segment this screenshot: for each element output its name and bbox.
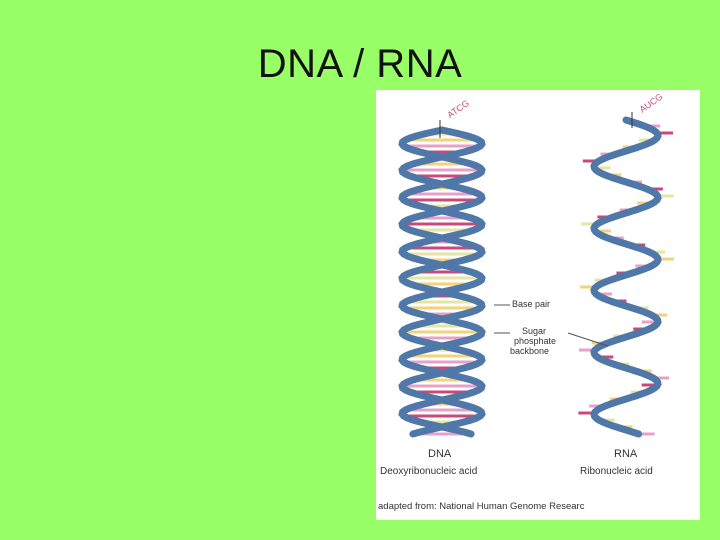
- base-pair-rung: [403, 306, 481, 310]
- base-pair-rung: [594, 166, 611, 170]
- base-pair-rung: [420, 366, 464, 370]
- base-pair-rung: [589, 404, 606, 408]
- base-pair-rung: [579, 285, 596, 289]
- dna-backbone-strand: [398, 126, 486, 438]
- base-pair-rung: [424, 240, 460, 244]
- base-pair-rung: [412, 162, 472, 166]
- base-pair-rung: [412, 378, 472, 382]
- base-pair-rung: [420, 150, 464, 154]
- rna-single-helix: [578, 116, 674, 438]
- base-pair-rung: [649, 250, 666, 254]
- base-pair-rung: [403, 144, 481, 148]
- base-pair-rung: [597, 355, 614, 359]
- base-pair-rung: [403, 198, 481, 202]
- base-pair-rung: [405, 300, 479, 304]
- image-credit: adapted from: National Human Genome Rese…: [378, 501, 585, 512]
- helix-diagram: [398, 112, 674, 438]
- base-pair-rung: [412, 216, 472, 220]
- dna-double-helix: [398, 126, 486, 438]
- base-pair-rung: [578, 411, 595, 415]
- base-pair-rung: [653, 376, 670, 380]
- base-pair-rung: [412, 270, 472, 274]
- base-pair-rung: [402, 330, 482, 334]
- base-pair-rung: [581, 222, 598, 226]
- base-pair-rung: [420, 420, 464, 424]
- base-pair-rung: [420, 204, 464, 208]
- dna-rna-figure: ATCG AUCG Base pair Sugar phosphate back…: [376, 90, 700, 520]
- base-pair-rung: [424, 186, 460, 190]
- backbone-label-line2: phosphate: [514, 336, 557, 346]
- base-pair-rung: [402, 276, 482, 280]
- base-pair-rung: [595, 229, 612, 233]
- base-pair-rung: [424, 348, 460, 352]
- backbone-label-line3: backbone: [510, 346, 550, 356]
- dna-full-name: Deoxyribonucleic acid: [380, 466, 478, 477]
- rna-name-label: RNA: [614, 448, 638, 460]
- base-pair-rung: [412, 432, 472, 436]
- dna-name-label: DNA: [428, 448, 452, 460]
- base-pair-rung: [409, 390, 475, 394]
- base-pair-rung: [579, 348, 596, 352]
- base-pair-rung: [405, 246, 479, 250]
- base-pair-rung: [420, 258, 464, 262]
- base-pair-rung: [405, 408, 479, 412]
- base-pair-rung: [403, 252, 481, 256]
- base-pair-rung: [424, 402, 460, 406]
- slide-title: DNA / RNA: [257, 42, 463, 86]
- backbone-label-line1: Sugar: [522, 326, 547, 336]
- base-pair-rung: [638, 138, 655, 142]
- base-pair-rung: [402, 384, 482, 388]
- base-pair-rung: [424, 294, 460, 298]
- base-pair-rung: [641, 320, 658, 324]
- base-pair-rung: [412, 324, 472, 328]
- base-pair-rung: [409, 282, 475, 286]
- base-pair-rung: [405, 192, 479, 196]
- base-pair-rung: [595, 292, 612, 296]
- base-pair-rung: [409, 336, 475, 340]
- base-pair-rung: [405, 354, 479, 358]
- base-pair-rung: [638, 432, 655, 436]
- base-pair-rung: [657, 194, 674, 198]
- base-pair-rung: [582, 159, 599, 163]
- base-pair-rung: [420, 312, 464, 316]
- base-pair-rung: [409, 174, 475, 178]
- base-pair-rung: [403, 414, 481, 418]
- base-pair-rung: [657, 257, 674, 261]
- base-pair-rung: [403, 360, 481, 364]
- rna-backbone-strand: [590, 116, 662, 438]
- base-pair-rung: [424, 132, 460, 136]
- base-pair-rung: [409, 228, 475, 232]
- base-pair-rung: [405, 138, 479, 142]
- base-pair-rung: [402, 222, 482, 226]
- base-pair-rung: [651, 313, 668, 317]
- base-pair-rung: [656, 131, 673, 135]
- base-pair-rung: [641, 383, 658, 387]
- dna-backbone-strand: [398, 126, 486, 438]
- base-pair-label: Base pair: [512, 299, 551, 309]
- backbone-pointer-rna: [567, 332, 609, 347]
- base-pair-rung: [402, 168, 482, 172]
- rna-full-name: Ribonucleic acid: [580, 466, 653, 477]
